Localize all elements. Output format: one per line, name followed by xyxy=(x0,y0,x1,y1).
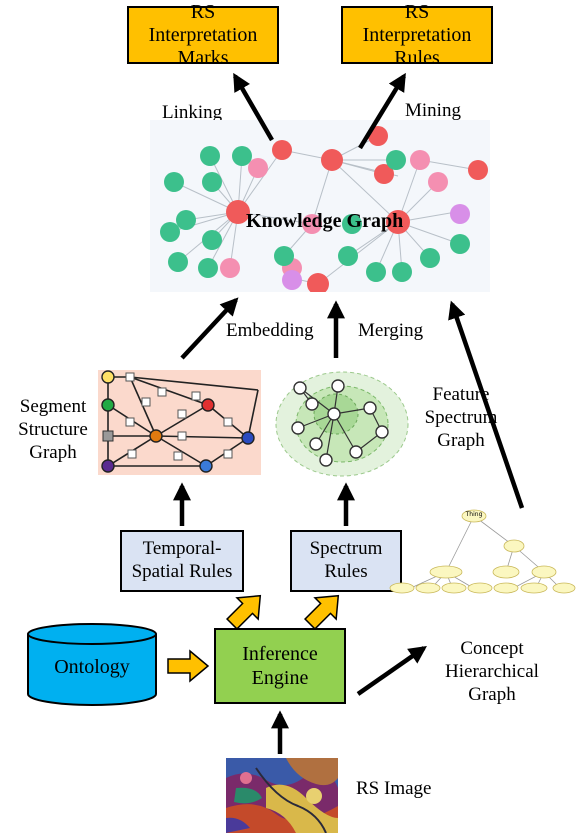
feature-spectrum-network xyxy=(275,371,409,477)
segment-structure-graph-panel xyxy=(98,370,261,475)
inference-engine-line-1: Inference xyxy=(242,643,318,665)
rs-image-label: RS Image xyxy=(356,778,432,799)
knowledge-graph-network xyxy=(160,126,488,295)
segment-structure-graph-label: Segment Structure Graph xyxy=(10,396,96,464)
spectrum-rules-box: Spectrum Rules xyxy=(290,530,402,592)
rs-image-picture xyxy=(226,758,338,833)
feature-label-line-2: Spectrum xyxy=(424,406,498,428)
segment-structure-network xyxy=(101,370,259,473)
feature-label-line-1: Feature xyxy=(432,384,490,405)
arrow-segment-to-kg xyxy=(180,297,239,360)
temporal-rules-line-2: Spatial Rules xyxy=(131,561,233,582)
feature-spectrum-graph-panel xyxy=(272,368,412,480)
linking-label: Linking xyxy=(162,102,223,123)
ontology-label: Ontology xyxy=(54,656,130,678)
embedding-label: Embedding xyxy=(226,320,314,341)
rs-interpretation-marks-label: RS Interpretation Marks xyxy=(148,0,258,69)
segment-label-line-2: Structure xyxy=(18,418,88,440)
temporal-spatial-rules-box: Temporal- Spatial Rules xyxy=(120,530,244,592)
inference-engine-line-2: Engine xyxy=(251,667,309,689)
concept-hierarchical-graph-label: Concept Hierarchical Graph xyxy=(432,638,552,706)
concept-root-label: Thing xyxy=(465,511,483,518)
rs-interpretation-rules-label: RS Interpretation Rules xyxy=(362,0,472,69)
arrow-concept-to-kg xyxy=(448,300,525,509)
rs-image-thumbnail xyxy=(226,758,338,833)
ontology-cylinder-shape xyxy=(27,623,157,706)
segment-label-line-1: Segment xyxy=(19,396,87,417)
concept-hierarchical-graph: Thing xyxy=(388,508,578,594)
concept-label-line-2: Hierarchical xyxy=(445,660,539,682)
feature-label-line-3: Graph xyxy=(437,429,485,451)
spectrum-rules-line-1: Spectrum xyxy=(309,538,383,560)
arrow-engine-to-temporal xyxy=(225,594,262,631)
spectrum-rules-line-2: Rules xyxy=(324,561,368,582)
concept-label-line-3: Graph xyxy=(468,683,516,705)
concept-label-line-1: Concept xyxy=(460,638,524,659)
mining-label: Mining xyxy=(405,100,461,121)
ontology-cylinder: Ontology xyxy=(26,622,158,708)
knowledge-graph-panel: Knowledge Graph xyxy=(150,120,490,295)
temporal-rules-line-1: Temporal- xyxy=(142,538,222,560)
merging-label: Merging xyxy=(358,320,424,341)
segment-label-line-3: Graph xyxy=(29,441,77,463)
rs-interpretation-marks-box: RS Interpretation Marks xyxy=(127,1,279,69)
arrow-engine-to-spectrum xyxy=(303,594,340,631)
knowledge-graph-title: Knowledge Graph xyxy=(246,210,404,232)
rs-interpretation-rules-box: RS Interpretation Rules xyxy=(341,1,493,69)
feature-spectrum-graph-label: Feature Spectrum Graph xyxy=(416,384,506,452)
concept-tree xyxy=(389,509,576,594)
arrow-kg-to-marks xyxy=(233,72,274,142)
arrow-kg-to-rules xyxy=(358,72,406,150)
arrow-engine-to-concept xyxy=(356,645,427,696)
inference-engine-box: Inference Engine xyxy=(214,628,346,704)
arrow-ontology-to-engine xyxy=(167,649,210,683)
